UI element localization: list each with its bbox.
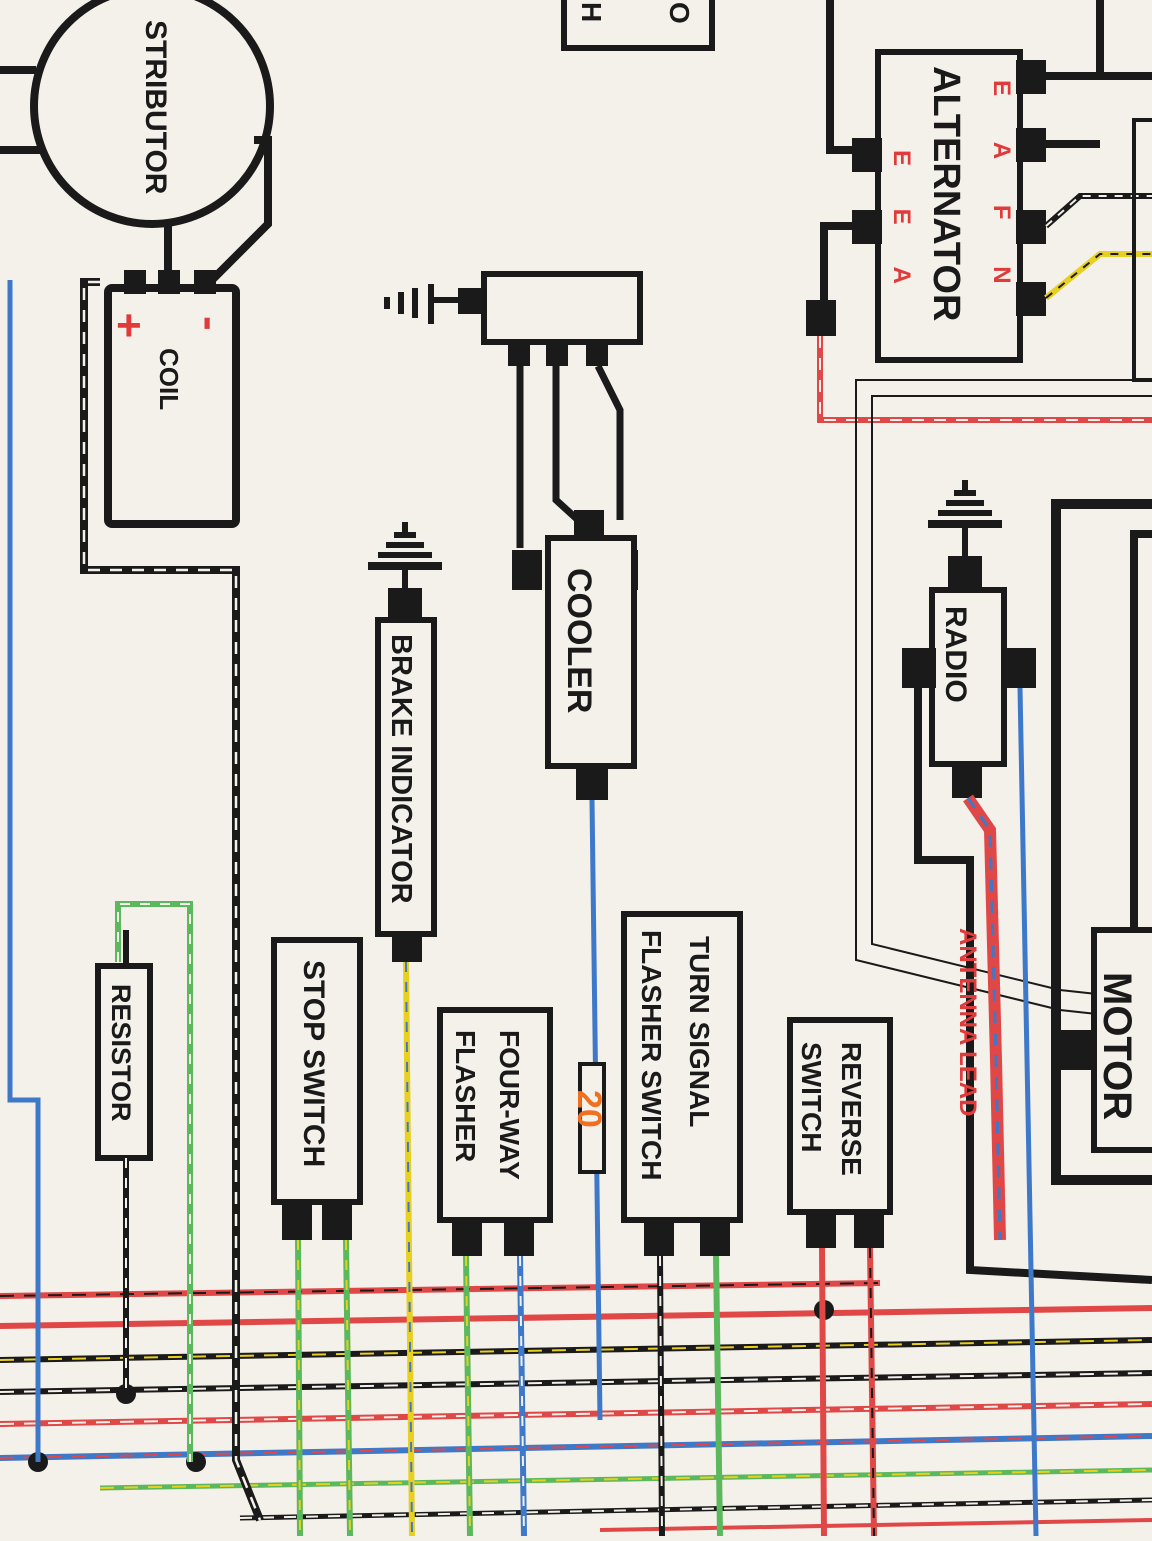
turn-signal-label-2: FLASHER SWITCH <box>636 930 667 1180</box>
distributor-label: STRIBUTOR <box>139 20 172 195</box>
cooler-label: COOLER <box>560 568 598 713</box>
stop-switch: STOP SWITCH <box>271 937 363 1240</box>
alternator-terminals-outer: E A F N <box>988 80 1015 304</box>
four-way-flasher: FOUR-WAY FLASHER <box>437 1007 553 1256</box>
motor: MOTOR <box>1051 499 1152 1185</box>
alternator-label: ALTERNATOR <box>925 66 967 321</box>
distributor: STRIBUTOR <box>0 0 274 283</box>
turn-signal-flasher-switch: TURN SIGNAL FLASHER SWITCH <box>621 911 743 1256</box>
reverse-switch-label-2: SWITCH <box>796 1042 827 1152</box>
fuse-20: 20 <box>570 1062 608 1174</box>
resistor: RESISTOR <box>95 930 153 1394</box>
cooler-relay <box>481 271 643 548</box>
brake-indicator-label: BRAKE INDICATOR <box>385 634 417 904</box>
coil-minus-label: - <box>186 316 235 331</box>
top-box-label-1: O <box>664 2 695 24</box>
coil-label: COIL <box>154 348 184 410</box>
coil-plus-label: + <box>116 301 142 350</box>
alternator: ALTERNATOR E A F N E E A <box>806 0 1152 382</box>
four-way-flasher-label-2: FLASHER <box>450 1030 481 1162</box>
cooler: COOLER <box>512 510 638 800</box>
reverse-switch-label-1: REVERSE <box>836 1042 867 1176</box>
ground-icon <box>384 284 486 324</box>
top-box-label-2: H <box>576 2 607 22</box>
antenna-lead-label: ANTENNA LEAD <box>954 928 981 1116</box>
alternator-terminals-inner: E E A <box>888 150 915 302</box>
radio: RADIO <box>902 480 1036 798</box>
turn-signal-label-1: TURN SIGNAL <box>684 936 715 1127</box>
bus-wires <box>0 1280 1152 1532</box>
top-partial-box: O H <box>561 0 715 51</box>
stop-switch-label: STOP SWITCH <box>297 960 330 1167</box>
resistor-label: RESISTOR <box>106 984 136 1122</box>
reverse-switch: REVERSE SWITCH <box>787 1017 893 1248</box>
motor-label: MOTOR <box>1095 972 1139 1120</box>
four-way-flasher-label-1: FOUR-WAY <box>494 1030 525 1180</box>
radio-label: RADIO <box>939 606 972 703</box>
brake-indicator: BRAKE INDICATOR <box>368 522 442 962</box>
coil: + - COIL <box>104 270 240 528</box>
fuse-label: 20 <box>570 1090 608 1128</box>
blue-wire-left <box>7 280 41 1462</box>
